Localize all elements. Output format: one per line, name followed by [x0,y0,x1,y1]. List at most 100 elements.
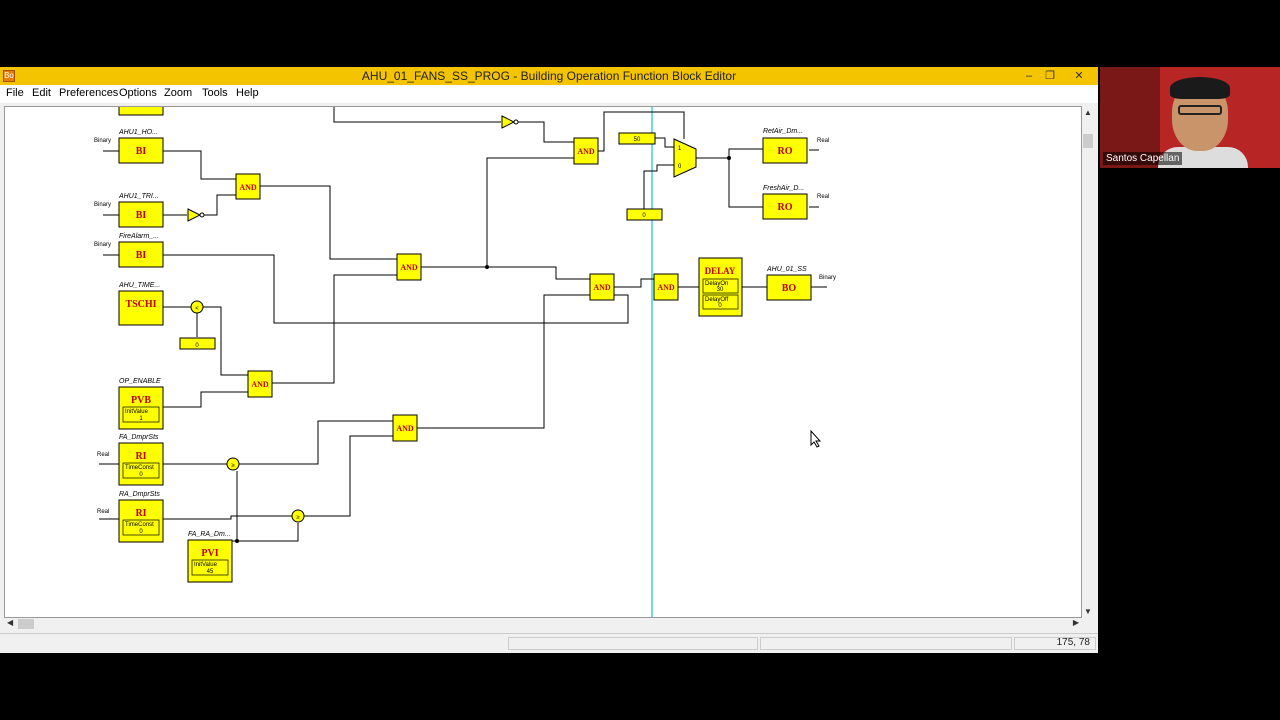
svg-text:50: 50 [634,137,641,143]
block-label: RI [135,451,146,462]
input-type-label: Real [97,509,109,515]
svg-text:TimeConst: TimeConst [125,522,154,528]
svg-text:AND: AND [657,283,675,292]
svg-text:0: 0 [678,164,682,170]
input-type-label: Binary [94,202,111,208]
output-type-label: Real [817,194,829,200]
svg-text:InitValue: InitValue [194,562,218,568]
editor-window: Bo AHU_01_FANS_SS_PROG - Building Operat… [0,67,1098,653]
constant-0-block[interactable]: 0 [626,208,663,221]
svg-text:AND: AND [400,263,418,272]
function-block-canvas[interactable]: AHU1_HO... Binary BI AHU1_TRI... Binary … [4,106,1082,618]
block-tag: RetAir_Dm... [763,128,803,135]
mouse-pointer-icon [810,429,822,453]
cursor-coordinates: 175, 78 [1056,637,1090,648]
input-type-label: Binary [94,242,111,248]
scroll-right-icon[interactable]: ▶ [1072,618,1079,627]
window-title: AHU_01_FANS_SS_PROG - Building Operation… [361,69,737,83]
horizontal-scroll-thumb[interactable] [18,619,34,629]
block-tag: AHU1_TRI... [118,193,159,200]
menu-help[interactable]: Help [236,87,259,99]
and-block-5[interactable]: AND [573,137,599,165]
block-tag: RA_DmprSts [119,491,160,498]
diagram-svg[interactable]: AHU1_HO... Binary BI AHU1_TRI... Binary … [5,107,1082,618]
restore-button[interactable]: ❐ [1045,70,1055,82]
ro-block-1[interactable]: RetAir_Dm... Real RO [762,128,829,164]
participant-name: Santos Capellan [1103,152,1183,165]
menu-preferences[interactable]: Preferences [59,87,119,99]
and-block-7[interactable]: AND [653,273,679,301]
less-than-comparator[interactable]: < [190,300,204,314]
ro-block-2[interactable]: FreshAir_D... Real RO [762,185,829,220]
svg-text:0: 0 [642,213,646,219]
block-label: PVB [131,395,151,406]
and-block-2[interactable]: AND [396,253,422,281]
menu-zoom[interactable]: Zoom [164,87,193,99]
partial-block-top[interactable] [118,107,164,116]
block-tag: OP_ENABLE [119,378,161,385]
bi-block-2[interactable]: AHU1_TRI... Binary BI [94,193,164,228]
pvb-block[interactable]: OP_ENABLE PVB InitValue 1 [118,378,164,430]
svg-text:AND: AND [593,283,611,292]
pvi-block[interactable]: FA_RA_Dm... PVI InitValue 45 [187,531,233,583]
minimize-button[interactable]: – [1025,70,1033,82]
wires [99,107,827,543]
horizontal-scrollbar[interactable]: ◀ ▶ [4,618,1082,630]
and-block-4[interactable]: AND [392,414,418,442]
svg-text:InitValue: InitValue [125,409,149,415]
svg-text:AND: AND [251,380,269,389]
bo-block[interactable]: AHU_01_SS Binary BO [766,266,836,301]
menu-tools[interactable]: Tools [202,87,228,99]
block-tag: FreshAir_D... [763,185,804,192]
block-label: PVI [201,548,218,559]
svg-text:≥: ≥ [296,515,300,521]
block-tag: AHU_01_SS [766,266,807,273]
greater-equal-comparator-1[interactable]: ≥ [226,457,240,471]
scroll-up-icon[interactable]: ▲ [1084,108,1092,117]
constant-zero-block[interactable]: 0 [179,337,216,350]
delay-block[interactable]: DELAY DelayOn 30 DelayOff 0 [698,257,743,317]
close-button[interactable]: ✕ [1074,70,1084,82]
constant-50-block[interactable]: 50 [618,132,656,145]
scroll-left-icon[interactable]: ◀ [7,618,14,627]
scroll-down-icon[interactable]: ▼ [1084,607,1092,616]
svg-text:≥: ≥ [231,463,235,469]
svg-text:DelayOn: DelayOn [705,281,728,287]
bi-block-1[interactable]: AHU1_HO... Binary BI [94,129,164,164]
tschi-block[interactable]: AHU_TIME... TSCHI [118,282,164,326]
block-label: BI [136,210,147,221]
svg-text:0: 0 [195,343,199,349]
and-block-3[interactable]: AND [247,370,273,398]
status-pane [760,637,1012,650]
svg-text:<: < [195,306,199,312]
svg-text:30: 30 [717,287,724,293]
bi-block-3[interactable]: FireAlarm_... Binary BI [94,233,164,268]
block-label: BI [136,250,147,261]
svg-text:TimeConst: TimeConst [125,465,154,471]
menu-edit[interactable]: Edit [32,87,51,99]
ri-block-2[interactable]: RA_DmprSts Real RI TimeConst 0 [97,491,164,543]
greater-equal-comparator-2[interactable]: ≥ [291,509,305,523]
block-label: BI [136,146,147,157]
input-type-label: Real [97,452,109,458]
menu-options[interactable]: Options [119,87,157,99]
svg-text:AND: AND [239,183,257,192]
vertical-scroll-thumb[interactable] [1083,134,1093,148]
menu-file[interactable]: File [6,87,24,99]
svg-text:0: 0 [139,472,143,478]
not-gate-1[interactable] [187,208,205,222]
svg-text:0: 0 [139,529,143,535]
vertical-scrollbar[interactable]: ▲ ▼ [1082,106,1094,618]
block-tag: FA_RA_Dm... [188,531,231,538]
multiplexer-block[interactable]: 1 0 [673,138,697,178]
ri-block-1[interactable]: FA_DmprSts Real RI TimeConst 0 [97,434,164,486]
svg-text:0: 0 [718,303,722,309]
svg-text:1: 1 [139,416,143,422]
svg-text:45: 45 [207,569,214,575]
block-tag: FA_DmprSts [119,434,159,441]
not-gate-2[interactable] [501,115,519,129]
menu-bar: File Edit Preferences Options Zoom Tools… [0,85,1098,103]
and-block-1[interactable]: AND [235,173,261,200]
and-block-6[interactable]: AND [589,273,615,301]
video-thumbnail[interactable]: Santos Capellan [1100,67,1280,168]
